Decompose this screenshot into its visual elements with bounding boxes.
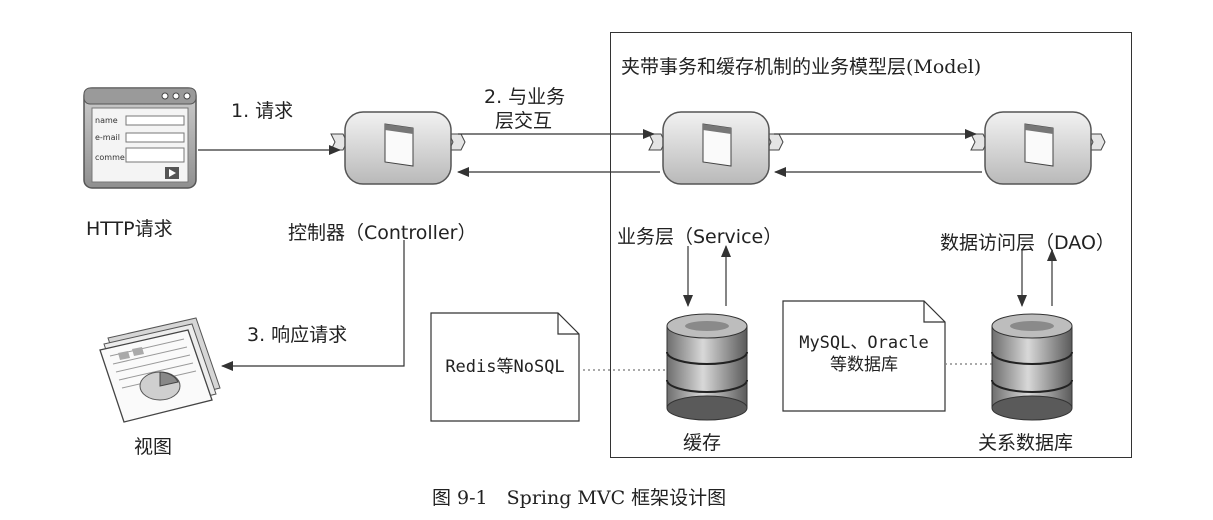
- form-field-name: name: [95, 116, 118, 125]
- note-rdb-text-line1: MySQL、Oracle: [799, 333, 929, 353]
- form-field-email: e-mail: [95, 133, 120, 142]
- arrow-response: [221, 240, 405, 371]
- dao-component-icon: [970, 111, 1106, 185]
- view-report-icon: [99, 317, 221, 423]
- arrow-request-label: 1. 请求: [231, 100, 294, 122]
- http-request-label: HTTP请求: [86, 218, 173, 240]
- controller-component-icon: [330, 111, 466, 185]
- figure-caption: 图 9-1 Spring MVC 框架设计图: [432, 487, 727, 509]
- relational-db-label: 关系数据库: [978, 432, 1074, 454]
- service-component-icon: [648, 111, 784, 185]
- arrow-response-label: 3. 响应请求: [247, 324, 348, 346]
- note-rdb-text-line2: 等数据库: [830, 355, 898, 375]
- note-rdb-shape: [782, 300, 946, 412]
- controller-label: 控制器（Controller）: [288, 222, 477, 244]
- form-field-comments: comments: [95, 153, 137, 162]
- view-label: 视图: [134, 436, 173, 458]
- note-rdb: MySQL、Oracle 等数据库: [782, 300, 946, 412]
- browser-form-icon: name e-mail comments: [83, 87, 197, 189]
- arrow-interact-label-line1: 2. 与业务: [484, 86, 566, 108]
- model-layer-box: [610, 32, 1132, 458]
- note-nosql-text: Redis等NoSQL: [445, 357, 565, 377]
- relational-database-icon: [991, 313, 1073, 421]
- note-nosql-shape: [430, 312, 580, 422]
- note-nosql: Redis等NoSQL: [430, 312, 580, 422]
- dao-label: 数据访问层（DAO）: [940, 232, 1115, 254]
- arrow-interact-label-line2: 层交互: [495, 110, 553, 132]
- cache-database-icon: [666, 313, 748, 421]
- service-label: 业务层（Service）: [617, 226, 783, 248]
- cache-label: 缓存: [683, 432, 722, 454]
- model-title: 夹带事务和缓存机制的业务模型层(Model): [621, 56, 982, 78]
